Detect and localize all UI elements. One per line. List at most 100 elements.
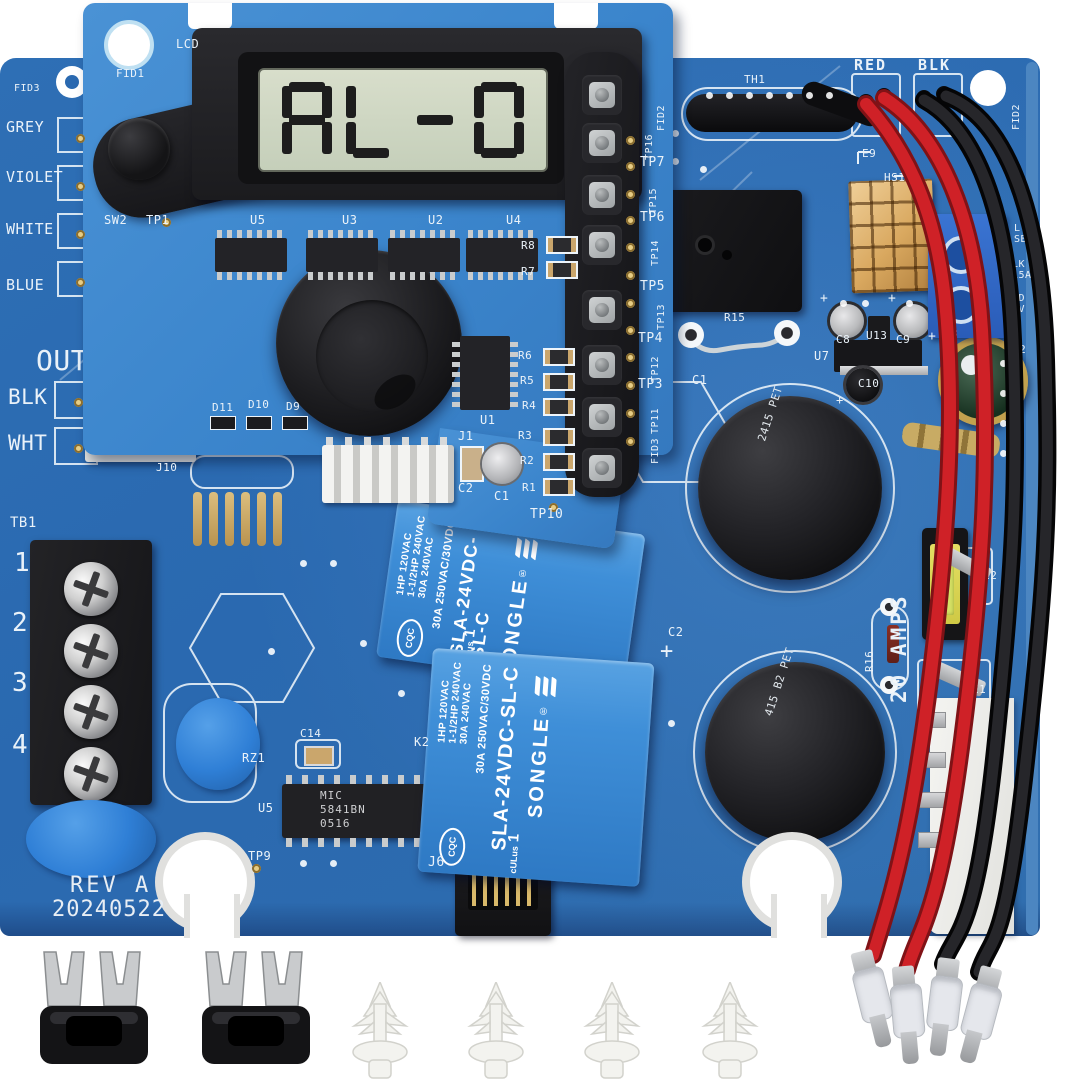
via-pad — [1000, 390, 1007, 397]
via-pad — [1000, 360, 1007, 367]
silkscreen-label: C3 — [944, 327, 959, 340]
silkscreen-label: FID3 — [14, 83, 41, 94]
mounting-hole — [104, 20, 154, 70]
via-pad — [360, 640, 367, 647]
terminal-screw — [64, 624, 118, 678]
silkscreen-label: J6 — [428, 855, 445, 870]
silkscreen-label: U13 — [866, 329, 888, 342]
ic-u1 — [452, 336, 518, 410]
via-pad — [330, 860, 337, 867]
registered-mark: ® — [537, 704, 550, 717]
lcd-digit — [410, 82, 460, 158]
nylon-standoff — [467, 982, 525, 1079]
terminal-screw — [64, 562, 118, 616]
ic-u3 — [306, 230, 378, 280]
power-relay-black — [658, 190, 802, 312]
testpoint-pad — [76, 230, 85, 239]
silkscreen-label: U5 — [258, 801, 274, 815]
silkscreen-label: C1 — [494, 489, 510, 503]
via-pad — [806, 92, 813, 99]
testpoint-pad — [549, 503, 558, 512]
silkscreen-label: OUT — [36, 344, 89, 377]
silkscreen-label: R2 — [520, 454, 535, 467]
edge-pad — [273, 492, 282, 546]
board-edge — [1026, 62, 1038, 935]
silkscreen-label: L SB — [1014, 223, 1028, 245]
mounting-hole — [970, 70, 1006, 106]
capacitor-c1-large — [698, 396, 882, 580]
edge-pad — [209, 492, 218, 546]
tact-button — [582, 345, 622, 385]
via-pad — [300, 860, 307, 867]
testpoint-pad — [626, 190, 635, 199]
silkscreen-label: FID2 — [1011, 103, 1022, 130]
board-revision: REV A — [70, 873, 152, 898]
silkscreen-label: TP10 — [530, 507, 564, 522]
via-pad — [906, 300, 913, 307]
ic-u5 — [215, 230, 287, 280]
silkscreen-label: TB1 — [10, 515, 37, 531]
capacitor-c2-small — [460, 446, 484, 482]
terminal-number: 1 — [14, 548, 31, 578]
silkscreen-label: TP9 — [248, 849, 272, 863]
silkscreen-label: SW2 — [104, 213, 128, 227]
chip-marking: MIC — [320, 789, 343, 802]
testpoint-pad — [252, 864, 261, 873]
connector-j1 — [322, 437, 454, 503]
silkscreen-label: R5 — [520, 374, 535, 387]
solder-pad — [774, 320, 800, 346]
silkscreen-label: R — [1018, 195, 1025, 206]
rotary-knob — [276, 250, 462, 436]
keyhole-slot — [771, 894, 827, 938]
silkscreen-label: + — [660, 639, 674, 664]
varistor-rz1 — [176, 698, 260, 790]
testpoint-pad — [626, 326, 635, 335]
diode-d9 — [282, 416, 308, 430]
heatsink-hs1 — [848, 178, 936, 294]
ic-u4 — [466, 230, 538, 280]
tact-button — [582, 397, 622, 437]
testpoint-pad — [626, 162, 635, 171]
board-notch — [554, 3, 598, 29]
lcd-digit — [282, 82, 332, 158]
edge-pad — [193, 492, 202, 546]
silkscreen-label: RED — [854, 56, 888, 74]
mounting-hole — [56, 66, 88, 98]
silkscreen-label: C8 — [836, 333, 851, 346]
nylon-standoff — [701, 982, 759, 1079]
capacitor-c14 — [304, 746, 334, 766]
silkscreen-label: D11 — [212, 401, 234, 414]
testpoint-pad — [626, 299, 635, 308]
silkscreen-label: U5 — [250, 213, 266, 227]
silkscreen-label: 20 AMPS — [887, 593, 911, 703]
silkscreen-label: FID1 — [116, 67, 145, 80]
silkscreen-label: D9 — [286, 400, 301, 413]
lcd-digit — [474, 82, 524, 158]
silkscreen-label: D10 — [248, 398, 270, 411]
white-connector — [930, 698, 1014, 934]
silkscreen-label: C2 — [458, 481, 474, 495]
nylon-standoff — [351, 982, 409, 1079]
testpoint-pad — [162, 218, 171, 227]
songle-logo-icon — [514, 537, 538, 561]
chip-marking: 0516 — [320, 817, 351, 830]
silkscreen-label: D2 — [1012, 343, 1027, 356]
connector-pin — [918, 712, 946, 728]
via-pad — [300, 560, 307, 567]
silkscreen-label: E9 — [862, 147, 877, 160]
testpoint-pad — [626, 136, 635, 145]
via-pad — [786, 92, 793, 99]
silkscreen-label: R7 — [521, 265, 536, 278]
blue-disc-capacitor — [26, 800, 156, 878]
testpoint-pad — [626, 216, 635, 225]
silkscreen-label: C9 — [896, 333, 911, 346]
nylon-standoff — [583, 982, 641, 1079]
silkscreen-label: R1 — [522, 481, 537, 494]
testpoint-pad — [626, 271, 635, 280]
via-pad — [398, 690, 405, 697]
silkscreen-label: TP3 — [638, 377, 663, 392]
tact-button — [582, 290, 622, 330]
adjust-knob — [108, 118, 170, 180]
via-pad — [1004, 636, 1011, 643]
silkscreen-label: TP14 — [650, 239, 661, 266]
